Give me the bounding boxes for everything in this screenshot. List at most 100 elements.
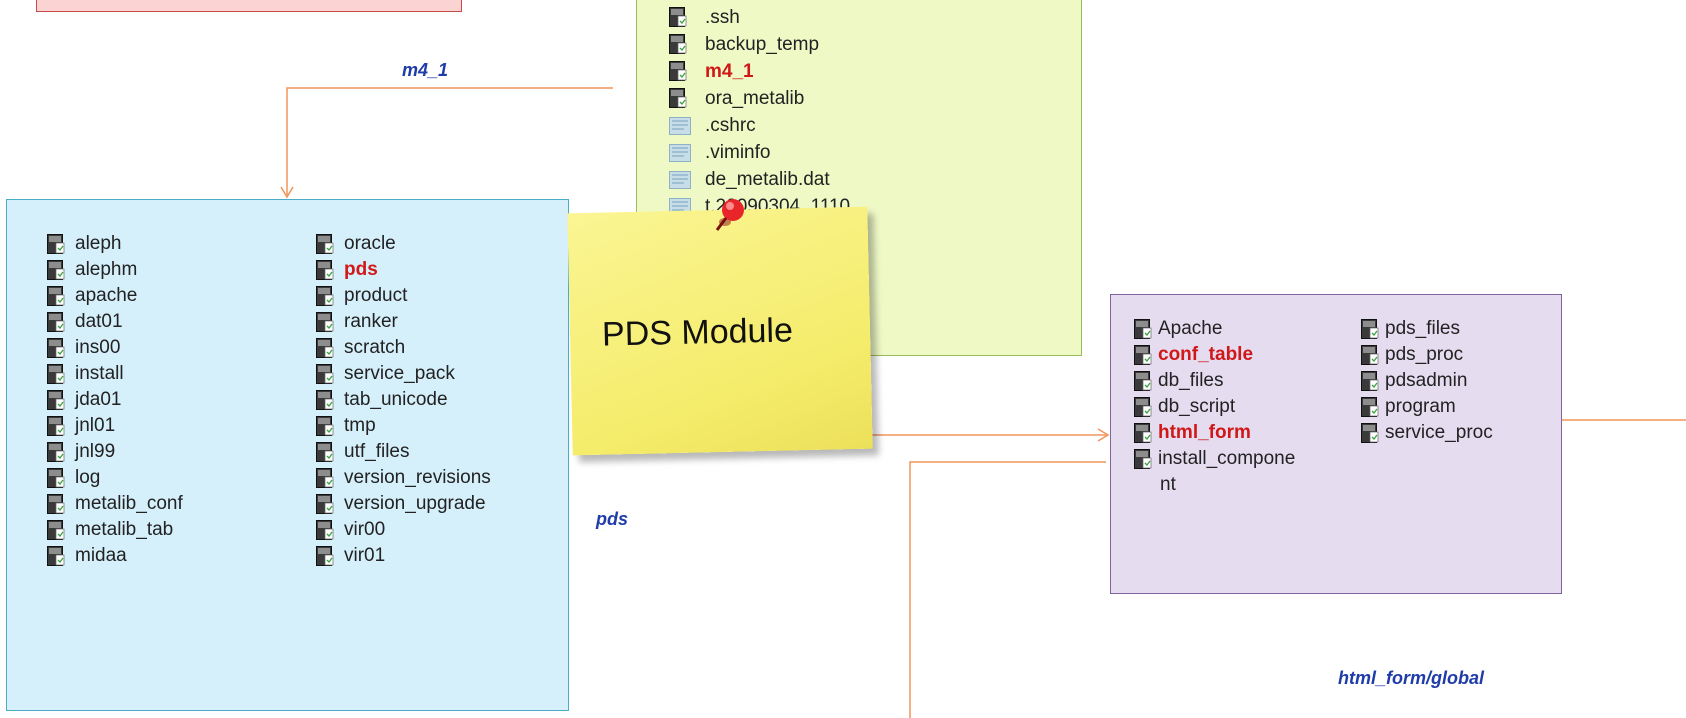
entry-label: conf_table [1158,344,1254,365]
folder-icon [47,546,65,566]
entry-label: html_form [1158,422,1251,443]
arrowhead-pds [1097,428,1110,442]
folder-icon [1134,397,1152,417]
folder-icon [316,286,334,306]
entry-label: metalib_conf [75,493,183,514]
folder-icon [316,390,334,410]
entry-label: alephm [75,259,138,280]
edge-label-m4_1: m4_1 [402,60,449,80]
entry-label: jnl99 [75,441,116,462]
pds-directory-panel: Apache conf_table db_files db_script htm… [1110,294,1562,594]
folder-icon [1361,319,1379,339]
folder-icon [316,260,334,280]
folder-icon [47,312,65,332]
sticky-note: PDS Module [567,206,873,456]
entry-label: service_proc [1385,422,1493,443]
folder-icon [316,468,334,488]
edge-label-pds: pds [596,509,629,529]
folder-icon [47,364,65,384]
entry-label: pds_files [1385,318,1460,339]
folder-icon [1134,371,1152,391]
entry-label: pds_proc [1385,344,1464,365]
entry-label: jnl01 [75,415,116,436]
entry-label: .viminfo [705,142,771,163]
entry-label: scratch [344,337,406,358]
entry-label: backup_temp [705,34,820,55]
note-title: PDS Module [601,311,794,354]
folder-icon [47,260,65,280]
arrowhead-m4_1 [280,186,294,199]
folder-icon [316,338,334,358]
entry-label: tmp [344,415,376,436]
pds-column-1-wrap-text: nt [1160,474,1176,495]
entry-label: ranker [344,311,398,332]
folder-icon [316,312,334,332]
entry-label: program [1385,396,1456,417]
folder-icon [316,234,334,254]
entry-label: de_metalib.dat [705,169,830,190]
entry-label: db_script [1158,396,1236,417]
folder-icon [316,442,334,462]
entry-label: ora_metalib [705,88,805,109]
connector-pds-up [909,461,1106,718]
entry-label: aleph [75,233,122,254]
edge-label-html-form-global: html_form/global [1338,668,1485,688]
entry-label: version_upgrade [344,493,486,514]
folder-icon [47,442,65,462]
folder-icon [47,520,65,540]
entry-label: ins00 [75,337,121,358]
folder-icon [669,34,687,54]
folder-icon [316,520,334,540]
folder-icon [316,416,334,436]
folder-icon [47,286,65,306]
folder-icon [316,364,334,384]
folder-icon [47,468,65,488]
folder-icon [1134,423,1152,443]
entry-label: jda01 [75,389,122,410]
entry-label: .ssh [705,7,740,28]
folder-icon [47,338,65,358]
parent-node-box [36,0,462,12]
entry-label: .cshrc [705,115,756,136]
folder-icon [1134,319,1152,339]
folder-icon [1134,345,1152,365]
m4_1-directory-panel: aleph alephm apache dat01 ins00 install … [6,199,569,711]
folder-icon [47,390,65,410]
connector-home-to-m4_1 [286,87,613,195]
folder-icon [1134,449,1152,469]
folder-icon [1361,345,1379,365]
entry-label: m4_1 [705,61,754,82]
entry-label: metalib_tab [75,519,174,540]
folder-icon [669,7,687,27]
folder-icon [669,61,687,81]
entry-label: install_compone [1158,448,1296,469]
file-icon [669,116,691,135]
folder-icon [1361,371,1379,391]
entry-label: version_revisions [344,467,491,488]
folder-icon [669,88,687,108]
folder-icon [316,546,334,566]
entry-label: log [75,467,101,488]
entry-label: service_pack [344,363,455,384]
folder-icon [47,234,65,254]
entry-label: vir00 [344,519,386,540]
entry-label: pdsadmin [1385,370,1468,391]
entry-label: Apache [1158,318,1223,339]
entry-label: db_files [1158,370,1224,391]
entry-label: install [75,363,124,384]
entry-label: utf_files [344,441,410,462]
entry-label: oracle [344,233,396,254]
file-icon [669,143,691,162]
folder-icon [1361,397,1379,417]
entry-label: dat01 [75,311,123,332]
entry-label: vir01 [344,545,386,566]
folder-icon [316,494,334,514]
file-icon [669,170,691,189]
entry-label: midaa [75,545,127,566]
entry-label: pds [344,259,378,280]
folder-icon [1361,423,1379,443]
folder-icon [47,416,65,436]
entry-label: apache [75,285,138,306]
entry-label: tab_unicode [344,389,448,410]
